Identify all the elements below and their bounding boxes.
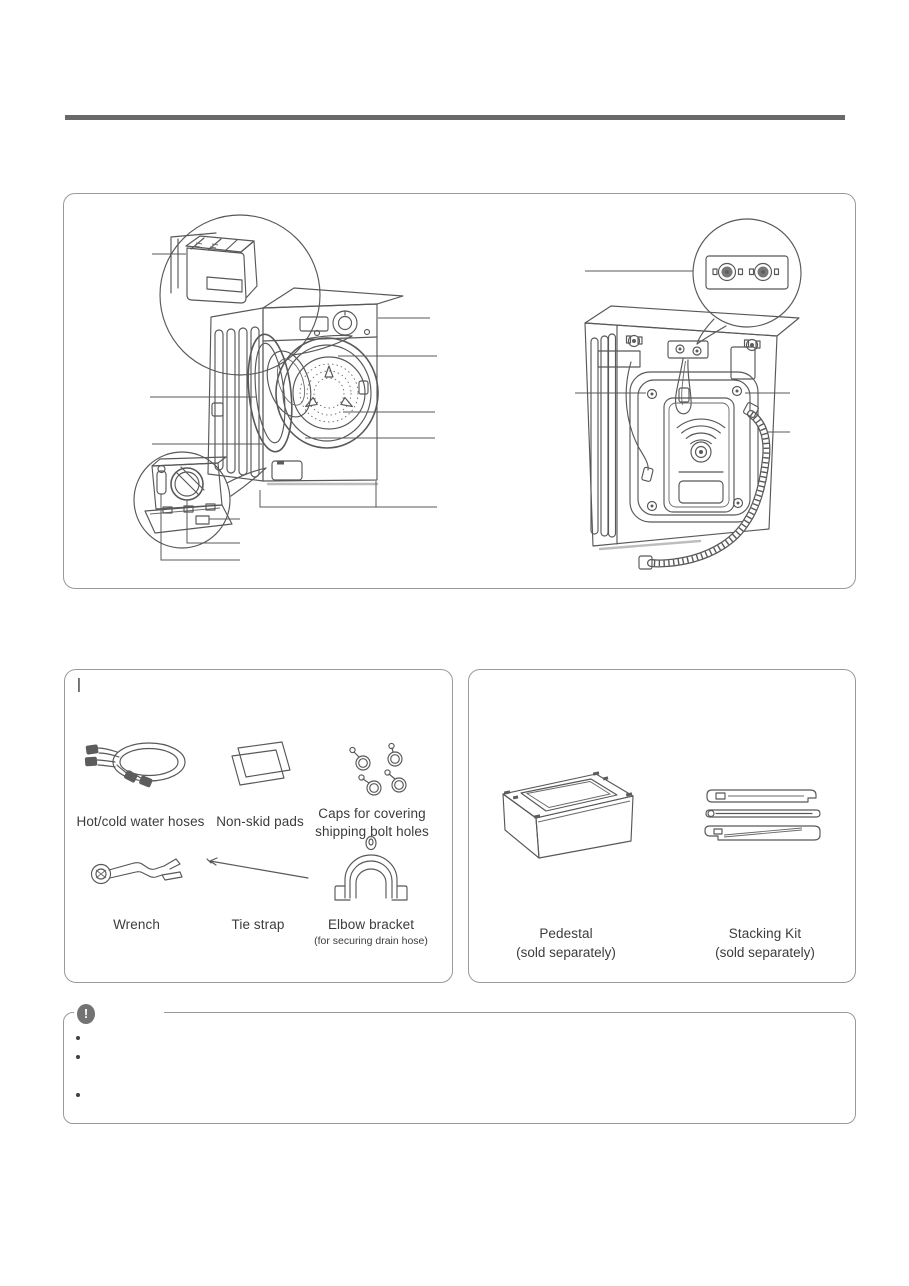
drum-lifters [305, 365, 353, 408]
accessory-label: Non-skid pads [216, 814, 304, 829]
washer-parts-diagram [133, 214, 802, 570]
inlet-valves-detail-bubble [692, 218, 802, 345]
drain-filter-detail-bubble [133, 451, 267, 549]
wrench-icon [90, 858, 183, 885]
rating-label [597, 350, 641, 368]
open-door [247, 333, 293, 453]
accessory-water-hoses: Hot/cold water hoses [73, 725, 208, 831]
note-bullet [76, 1055, 80, 1059]
accessory-non-skid-pads: Non-skid pads [200, 725, 320, 831]
tie-strap-icon [206, 857, 309, 879]
drain-hose [638, 402, 771, 570]
accessory-label: Wrench [113, 917, 160, 932]
accessory-label: Tie strap [231, 917, 285, 932]
note-border-gap [74, 1011, 164, 1015]
accessory-label: Caps for covering shipping bolt holes [315, 806, 429, 839]
accessory-elbow-bracket: Elbow bracket (for securing drain hose) [311, 835, 431, 948]
rear-access-plate [629, 371, 759, 523]
water-hoses-icon [84, 742, 186, 788]
shipping-bolt [625, 334, 643, 348]
accessory-sublabel: (for securing drain hose) [314, 935, 428, 947]
accessory-sublabel: (sold separately) [715, 945, 815, 960]
accessory-label: Hot/cold water hoses [76, 814, 205, 829]
heading-cursor-mark: | [77, 676, 81, 693]
inlet-valve [748, 262, 780, 282]
accessory-sublabel: (sold separately) [516, 945, 616, 960]
door-latch [358, 380, 369, 395]
stacking-kit-icon [704, 789, 821, 841]
elbow-bracket-icon [334, 835, 408, 901]
exclamation-icon: ! [77, 1004, 95, 1024]
accessory-label: Stacking Kit [728, 926, 802, 941]
optional-accessories-box: Pedestal (sold separately) Stacking Kit … [468, 669, 856, 983]
included-accessories-box: | Hot/cold water hoses [64, 669, 453, 983]
shipping-bolt [743, 338, 761, 352]
accessory-tie-strap: Tie strap [198, 838, 318, 934]
accessory-shipping-bolt-caps: Caps for covering shipping bolt holes [312, 725, 432, 841]
inlet-valve-block [667, 340, 709, 359]
accessory-pedestal: Pedestal (sold separately) [486, 765, 646, 962]
section-divider-bar [65, 115, 845, 120]
drain-plug [156, 470, 167, 495]
bolt-caps-icon [349, 742, 407, 796]
inlet-valve [712, 262, 744, 282]
accessory-wrench: Wrench [69, 838, 204, 934]
accessory-stacking-kit: Stacking Kit (sold separately) [685, 765, 845, 962]
drawer-handle-recess [206, 276, 243, 293]
parts-diagram-box [63, 193, 856, 589]
pedestal-icon [502, 771, 634, 859]
note-box: ! [63, 1004, 856, 1124]
dispenser-slot [299, 316, 329, 332]
non-skid-pads-icon [231, 741, 291, 786]
dispenser-detail-bubble [159, 214, 353, 376]
front-callout-lines [150, 253, 437, 561]
note-bullet [76, 1036, 80, 1040]
washer-front-view-drawing [207, 287, 404, 486]
accessory-label: Elbow bracket [327, 917, 415, 932]
note-bullet [76, 1093, 80, 1097]
drain-cover [271, 460, 303, 481]
accessory-label: Pedestal [539, 926, 593, 941]
rear-callout-lines [575, 270, 790, 433]
washer-rear-view-drawing [584, 305, 800, 570]
